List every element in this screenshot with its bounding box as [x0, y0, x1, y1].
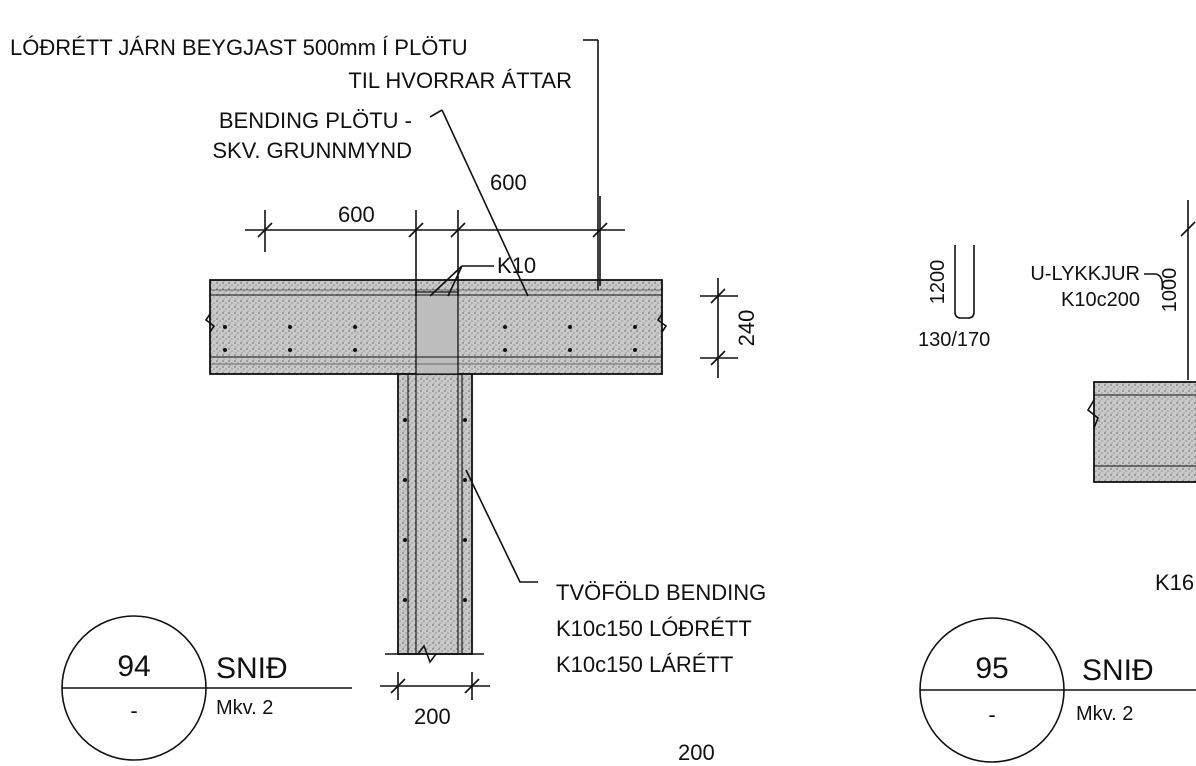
dim-240	[700, 278, 738, 378]
tag-95-scale: Mkv. 2	[1076, 703, 1133, 725]
u-loop-shape	[954, 245, 975, 319]
note-k16: K16	[1155, 570, 1194, 595]
slab-break-right	[656, 313, 668, 333]
dim-1200: 1200	[927, 260, 949, 305]
section-tag-94	[61, 615, 352, 761]
tag-94-number: 94	[117, 650, 150, 683]
leader-k10	[429, 265, 494, 297]
slab-break-left	[204, 313, 216, 333]
note-vertical-bars-1: LÓÐRÉTT JÁRN BEYGJAST 500mm Í PLÖTU	[10, 35, 468, 60]
note-wall-rebar-3: K10c150 LÁRÉTT	[556, 652, 733, 677]
slab-95-break	[1086, 399, 1099, 429]
wall-concrete	[397, 373, 473, 655]
leader-vertical-bars	[583, 39, 599, 290]
tag-94-title: SNIÐ	[216, 652, 288, 685]
leader-u-loops	[1144, 273, 1164, 291]
slab-95-concrete	[1093, 381, 1196, 483]
note-u-loops-1: U-LYKKJUR	[1030, 263, 1140, 285]
note-slab-rebar-2: SKV. GRUNNMYND	[212, 138, 412, 163]
section-95: 1200 130/170 U-LYKKJUR K10c200 1000 K16 …	[918, 200, 1196, 763]
note-wall-rebar-1: TVÖFÖLD BENDING	[556, 580, 766, 605]
tag-95-title: SNIÐ	[1082, 654, 1154, 687]
section-94: 600 600 240 200 LÓÐRÉTT JÁRN BEYGJAST 50…	[10, 35, 766, 761]
bottom-dim-200: 200	[678, 740, 715, 765]
tag-94-scale: Mkv. 2	[216, 697, 273, 719]
dim-top	[245, 196, 625, 296]
wall-break	[385, 644, 484, 664]
note-u-loops-2: K10c200	[1061, 289, 1140, 311]
dim-130-170: 130/170	[918, 329, 990, 351]
note-wall-rebar-2: K10c150 LÓÐRÉTT	[556, 616, 752, 641]
dim-600-left: 600	[338, 202, 375, 227]
leader-wall-rebar	[465, 469, 538, 583]
dim-1000: 1000	[1159, 268, 1181, 313]
dim-240-label: 240	[734, 310, 759, 347]
tag-95-number: 95	[975, 652, 1008, 685]
leader-slab-rebar	[429, 109, 529, 297]
dim-200-label: 200	[414, 704, 451, 729]
joint-band	[415, 291, 459, 375]
wall-rebar	[407, 292, 463, 654]
dim-600-right: 600	[490, 170, 527, 195]
tag-94-sheet: -	[130, 698, 137, 723]
note-vertical-bars-2: TIL HVORRAR ÁTTAR	[348, 68, 572, 93]
tag-95-sheet: -	[988, 702, 995, 727]
section-tag-95	[919, 617, 1196, 763]
note-slab-rebar-1: BENDING PLÖTU -	[219, 108, 412, 133]
rebar-dots	[223, 325, 637, 602]
dim-200-wall	[380, 672, 490, 700]
note-k10: K10	[497, 253, 536, 278]
